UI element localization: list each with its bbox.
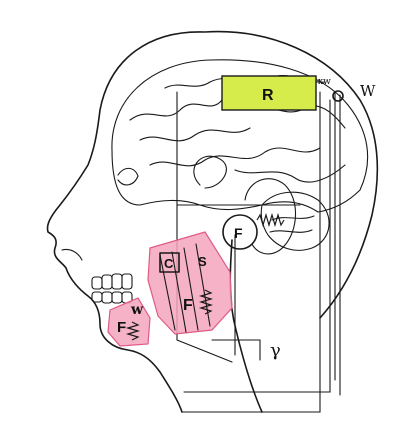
- teeth: [92, 274, 132, 303]
- w-label: w: [130, 302, 144, 318]
- jaw-muscle: [108, 298, 150, 346]
- nostril: [62, 249, 82, 260]
- f-muscle-label: F: [183, 297, 193, 314]
- nerve-line: [335, 92, 340, 395]
- f-jaw-label: F: [117, 319, 126, 336]
- ear-spring: [257, 215, 284, 225]
- xw-label: xw: [318, 77, 331, 87]
- gamma-label: γ: [270, 340, 281, 361]
- head-outline: [48, 32, 378, 412]
- r-label: R: [262, 87, 274, 104]
- top-w-label: W: [360, 82, 376, 100]
- c-label: C: [164, 256, 174, 271]
- eye: [118, 168, 138, 185]
- f-ear-label: F: [234, 225, 243, 241]
- s-label: S: [198, 254, 207, 269]
